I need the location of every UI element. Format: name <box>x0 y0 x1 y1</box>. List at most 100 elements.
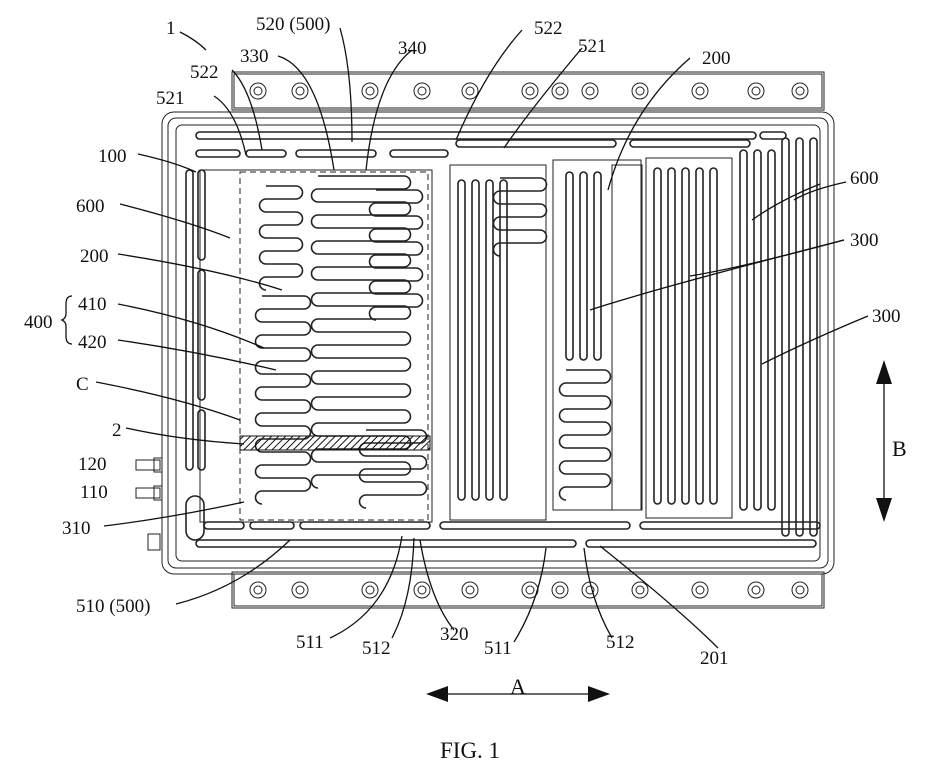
label-330: 330 <box>240 46 269 67</box>
bolt <box>748 582 764 598</box>
channel-slot <box>594 172 601 360</box>
channel-slot <box>250 522 294 529</box>
label-320: 320 <box>440 624 469 645</box>
channel-slot <box>754 150 761 510</box>
label-511-left: 511 <box>296 632 324 653</box>
channel-slot <box>640 522 820 529</box>
channel-slot <box>500 180 507 500</box>
label-100: 100 <box>98 146 127 167</box>
label-2: 2 <box>112 420 122 441</box>
channel-slot <box>472 180 479 500</box>
label-300-mid: 300 <box>872 306 901 327</box>
label-522-right: 522 <box>534 18 563 39</box>
label-521-left: 521 <box>156 88 185 109</box>
bolt-hole <box>636 87 644 95</box>
channel-slot <box>198 170 205 260</box>
channel-slot <box>300 522 430 529</box>
label-340: 340 <box>398 38 427 59</box>
top-mounting-rail <box>232 72 824 110</box>
label-1: 1 <box>166 18 176 39</box>
bolt-hole <box>796 87 804 95</box>
bolt-hole <box>696 586 704 594</box>
channel-slot <box>696 168 703 504</box>
serpentine-channel <box>560 370 611 500</box>
channel-slot <box>390 150 448 157</box>
label-520: 520 (500) <box>256 14 330 35</box>
serpentine-channel <box>370 190 423 320</box>
bolt <box>692 582 708 598</box>
label-600-left: 600 <box>76 196 105 217</box>
channel-slot <box>580 172 587 360</box>
label-310: 310 <box>62 518 91 539</box>
label-120: 120 <box>78 454 107 475</box>
cooling-plate-body <box>162 112 834 574</box>
bolt-hole <box>418 586 426 594</box>
label-511-right: 511 <box>484 638 512 659</box>
label-420: 420 <box>78 332 107 353</box>
direction-arrow-b <box>876 360 892 522</box>
bolt-hole <box>752 87 760 95</box>
mounting-bolts <box>250 83 808 598</box>
label-521-right: 521 <box>578 36 607 57</box>
bolt <box>552 582 568 598</box>
bolt-hole <box>752 586 760 594</box>
label-200-top: 200 <box>702 48 731 69</box>
channel-slot <box>456 140 616 147</box>
channel-slot <box>440 522 630 529</box>
label-300-top: 300 <box>850 230 879 251</box>
bolt <box>792 582 808 598</box>
bolt-hole <box>526 87 534 95</box>
bolt <box>522 83 538 99</box>
bolt-hole <box>254 87 262 95</box>
bolt-hole <box>466 87 474 95</box>
channel-slot <box>198 270 205 400</box>
channel-slot <box>196 150 240 157</box>
bolt-hole <box>296 586 304 594</box>
channel-slot <box>196 132 756 139</box>
channel-slot <box>458 180 465 500</box>
bolt-hole <box>254 586 262 594</box>
label-110: 110 <box>80 482 108 503</box>
channel-slot <box>668 168 675 504</box>
label-201: 201 <box>700 648 729 669</box>
bolt <box>362 582 378 598</box>
outlet-connector-110 <box>136 486 162 500</box>
channel-slot <box>204 522 244 529</box>
channel-slot <box>566 172 573 360</box>
bolt-hole <box>556 87 564 95</box>
bolt-hole <box>696 87 704 95</box>
bolt <box>292 582 308 598</box>
bolt-hole <box>466 586 474 594</box>
bolt-hole <box>636 586 644 594</box>
channel-slot <box>246 150 286 157</box>
flow-channels <box>186 132 820 547</box>
bolt-hole <box>296 87 304 95</box>
label-512-right: 512 <box>606 632 635 653</box>
bolt <box>792 83 808 99</box>
bolt-hole <box>418 87 426 95</box>
figure-caption: FIG. 1 <box>440 738 500 763</box>
bolt <box>462 582 478 598</box>
label-200-left: 200 <box>80 246 109 267</box>
channel-slot <box>682 168 689 504</box>
label-510: 510 (500) <box>76 596 150 617</box>
bolt-hole <box>366 87 374 95</box>
bottom-mounting-rail <box>232 572 824 608</box>
channel-slot <box>186 496 204 540</box>
bolt <box>632 582 648 598</box>
label-b: B <box>892 436 907 461</box>
channel-slot <box>196 540 576 547</box>
bolt-hole <box>586 87 594 95</box>
side-bracket <box>148 534 160 550</box>
bolt <box>250 582 266 598</box>
bolt-hole <box>526 586 534 594</box>
bolt-hole <box>366 586 374 594</box>
brace-400 <box>62 296 72 344</box>
label-c: C <box>76 374 89 395</box>
label-a: A <box>510 674 526 699</box>
channel-slot <box>740 150 747 510</box>
channel-slot <box>760 132 786 139</box>
bolt-hole <box>796 586 804 594</box>
label-400: 400 <box>24 312 53 333</box>
